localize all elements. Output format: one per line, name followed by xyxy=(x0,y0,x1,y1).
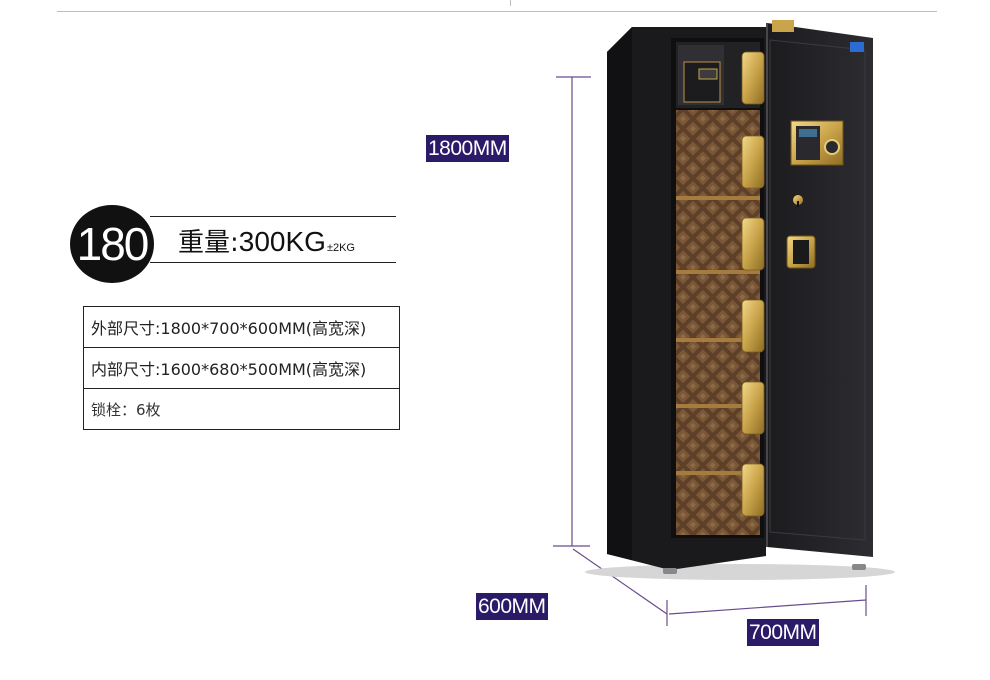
model-badge: 180 xyxy=(70,205,154,283)
height-label: 1800MM xyxy=(426,135,509,162)
weight-spec: 重量: 300KG ±2KG xyxy=(178,222,355,258)
spec-outer-size: 外部尺寸:1800*700*600MM(高宽深) xyxy=(84,307,399,348)
shelves xyxy=(676,196,760,475)
safe-door xyxy=(767,23,873,557)
weight-rule-bottom xyxy=(150,262,396,263)
lock-bolts xyxy=(741,51,765,517)
spec-lock-bolts: 锁栓：6枚 xyxy=(91,400,161,419)
width-label: 700MM xyxy=(747,619,819,646)
dial-icon xyxy=(824,139,840,155)
top-divider xyxy=(57,11,937,12)
weight-label: 重量: xyxy=(178,228,239,258)
depth-label: 600MM xyxy=(476,593,548,620)
keyhole-icon xyxy=(793,195,803,205)
weight-value: 300KG xyxy=(238,226,326,257)
top-hinge xyxy=(772,20,794,32)
spec-table: 外部尺寸:1800*700*600MM(高宽深) 内部尺寸:1600*680*5… xyxy=(83,306,400,430)
floor-shadow xyxy=(585,564,895,580)
weight-rule-top xyxy=(150,216,396,217)
top-divider-mark xyxy=(510,0,511,6)
safe-side xyxy=(607,27,632,560)
foot-left xyxy=(663,568,677,574)
weight-tolerance: ±2KG xyxy=(326,242,355,254)
dimension-lines xyxy=(553,76,867,626)
spec-inner-size: 内部尺寸:1600*680*500MM(高宽深) xyxy=(84,348,399,389)
brand-logo-icon xyxy=(850,42,864,52)
foot-right xyxy=(852,564,866,570)
